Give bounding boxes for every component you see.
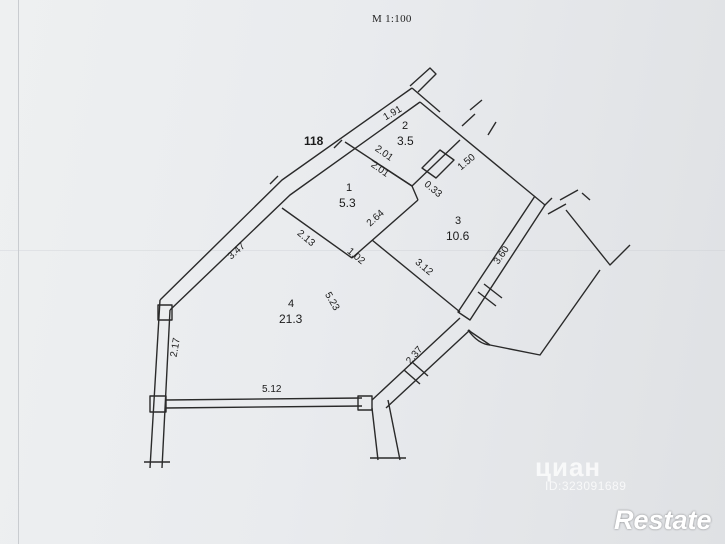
outer-wall-northeast-inner	[411, 87, 441, 113]
scale-label: М 1:100	[372, 13, 412, 25]
wall-room1-south	[351, 199, 419, 259]
shaft	[421, 149, 455, 179]
room-1-area: 5.3	[339, 196, 356, 210]
room-2-area: 3.5	[397, 134, 414, 148]
plan-id-label: 118	[304, 134, 324, 148]
wall-stub-top	[409, 67, 437, 93]
wall-room3-south	[371, 239, 461, 313]
room-4-area: 21.3	[279, 312, 303, 326]
door-arc	[467, 329, 491, 346]
paper-fold-line	[18, 0, 19, 544]
vent-stubs	[461, 99, 497, 136]
room-2-number: 2	[402, 120, 409, 132]
outer-wall-east	[457, 195, 546, 321]
room-3-number: 3	[455, 215, 462, 227]
cian-watermark-name: циан	[535, 452, 602, 482]
loggia-outline	[467, 209, 631, 356]
tick-wall-1	[269, 139, 553, 207]
wall-room2-room1	[344, 141, 413, 187]
column-west-bottom	[149, 395, 167, 413]
outer-wall-southeast	[371, 317, 471, 461]
outer-wall-northwest-inner	[169, 101, 421, 311]
room-4-number: 4	[288, 298, 295, 310]
cian-watermark: циан ID:323091689	[535, 452, 626, 493]
outer-wall-northeast	[419, 101, 546, 206]
wall-room2-east	[411, 139, 461, 187]
window-southeast	[403, 361, 429, 385]
window-east-b	[477, 283, 503, 307]
cian-watermark-id: ID:323091689	[545, 479, 627, 493]
column-west-top	[157, 304, 173, 321]
outer-wall-northwest	[159, 87, 413, 301]
outer-wall-west	[149, 299, 171, 469]
restate-watermark: Restate	[614, 505, 712, 535]
room-1-number: 1	[346, 182, 353, 194]
paper-crease	[0, 250, 725, 251]
dim-5-12: 5.12	[262, 384, 282, 395]
column-south	[357, 395, 373, 411]
window-east-a	[547, 189, 591, 215]
room-3-area: 10.6	[446, 229, 470, 243]
outer-wall-south	[165, 397, 363, 409]
wall-room1-west	[281, 207, 353, 259]
